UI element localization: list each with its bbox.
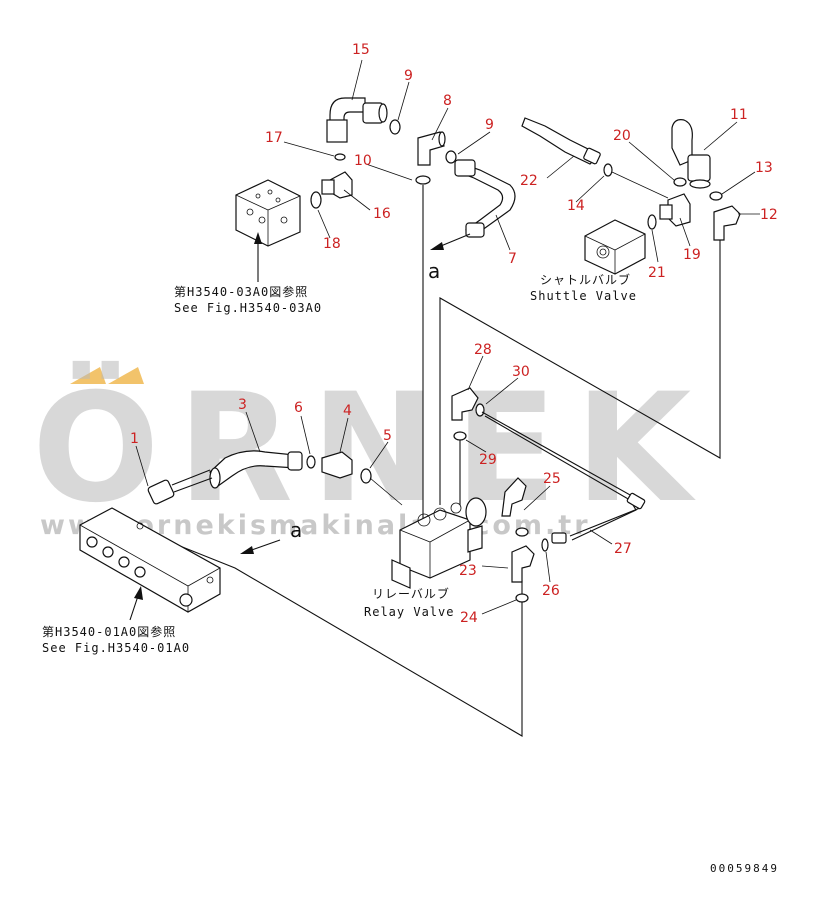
callout-9a: 9 — [404, 68, 413, 84]
part-8-elbow — [417, 131, 446, 166]
document-number: 00059849 — [710, 862, 779, 875]
manifold-block-left — [79, 507, 221, 613]
part-22-hose — [521, 117, 601, 165]
callout-16: 16 — [373, 206, 391, 222]
part-4-fitting — [321, 451, 353, 479]
callout-24: 24 — [460, 610, 478, 626]
shuttle-valve-en: Shuttle Valve — [530, 289, 637, 303]
arrow-a-bottom — [240, 539, 281, 554]
callout-29: 29 — [479, 452, 497, 468]
part-3-hose — [209, 450, 303, 489]
ref-a-top: a — [428, 259, 440, 283]
callout-27: 27 — [614, 541, 632, 557]
part-7-hose — [454, 159, 516, 238]
part-16-elbow — [321, 171, 353, 199]
watermark-brand: ÖRNEK — [32, 360, 709, 536]
part-11-hose — [671, 119, 711, 189]
callout-12: 12 — [760, 207, 778, 223]
arrow-to-top-block — [254, 232, 262, 282]
part-25-fitting — [501, 477, 527, 517]
part-24-oring — [515, 593, 529, 603]
part-19-elbow — [659, 193, 691, 227]
callout-8: 8 — [443, 93, 452, 109]
watermark-accent-right — [108, 367, 144, 384]
arrow-a-top — [430, 233, 471, 250]
callout-17: 17 — [265, 130, 283, 146]
part-30-oring — [475, 403, 485, 417]
part-28-elbow — [451, 387, 479, 421]
callout-5: 5 — [383, 428, 392, 444]
relay-valve — [391, 497, 487, 589]
callout-25: 25 — [543, 471, 561, 487]
part-27-tube — [481, 411, 646, 544]
part-29-oring — [453, 431, 467, 441]
relay-valve-en: Relay Valve — [364, 605, 454, 619]
callout-18: 18 — [323, 236, 341, 252]
callout-7: 7 — [508, 251, 517, 267]
callouts: 1 3 4 5 6 7 8 9 9 10 11 12 13 14 15 16 1… — [130, 42, 778, 626]
callout-15: 15 — [352, 42, 370, 58]
part-9-oring — [389, 119, 401, 135]
part-12-elbow — [713, 205, 741, 241]
part-26-oring — [541, 538, 549, 552]
part-10-oring — [415, 175, 431, 185]
callout-19: 19 — [683, 247, 701, 263]
part-20-oring — [673, 177, 687, 187]
ref-a-bottom: a — [290, 518, 302, 542]
shuttle-valve — [584, 219, 646, 275]
callout-14: 14 — [567, 198, 585, 214]
callout-3: 3 — [238, 397, 247, 413]
ref-top-jp: 第H3540-03A0図参照 — [174, 284, 308, 299]
callout-22: 22 — [520, 173, 538, 189]
part-23-tee — [511, 545, 535, 583]
part-1-fitting — [147, 469, 213, 505]
part-13-oring — [709, 191, 723, 201]
callout-26: 26 — [542, 583, 560, 599]
callout-13: 13 — [755, 160, 773, 176]
reference-labels: a a 第H3540-03A0図参照 See Fig.H3540-03A0 シャ… — [42, 259, 779, 875]
callout-28: 28 — [474, 342, 492, 358]
callout-10: 10 — [354, 153, 372, 169]
callout-9b: 9 — [485, 117, 494, 133]
callout-20: 20 — [613, 128, 631, 144]
callout-6: 6 — [294, 400, 303, 416]
part-6-oring — [306, 455, 316, 469]
part-18-oring — [310, 191, 322, 209]
callout-4: 4 — [343, 403, 352, 419]
callout-1: 1 — [130, 431, 139, 447]
part-15-hose-elbow — [326, 97, 388, 143]
callout-21: 21 — [648, 265, 666, 281]
callout-23: 23 — [459, 563, 477, 579]
watermark: ÖRNEK www.ornekismakinalari.com.tr — [32, 360, 709, 541]
part-25-oring — [515, 527, 529, 537]
watermark-accent-left — [70, 367, 106, 384]
shuttle-valve-jp: シャトルバルブ — [540, 272, 631, 287]
callout-11: 11 — [730, 107, 748, 123]
part-14-oring — [603, 163, 613, 177]
part-17-oring — [334, 153, 346, 161]
arrow-to-left-manifold — [129, 586, 143, 621]
callout-leaders — [135, 59, 760, 615]
ref-bottom-jp: 第H3540-01A0図参照 — [42, 624, 176, 639]
manifold-block-top — [235, 179, 301, 247]
part-9-oring-2 — [445, 150, 457, 164]
callout-30: 30 — [512, 364, 530, 380]
relay-valve-jp: リレーバルブ — [372, 586, 450, 601]
ref-bottom-en: See Fig.H3540-01A0 — [42, 641, 190, 655]
ref-top-en: See Fig.H3540-03A0 — [174, 301, 322, 315]
part-5-oring — [360, 468, 372, 484]
part-21-oring — [647, 214, 657, 230]
